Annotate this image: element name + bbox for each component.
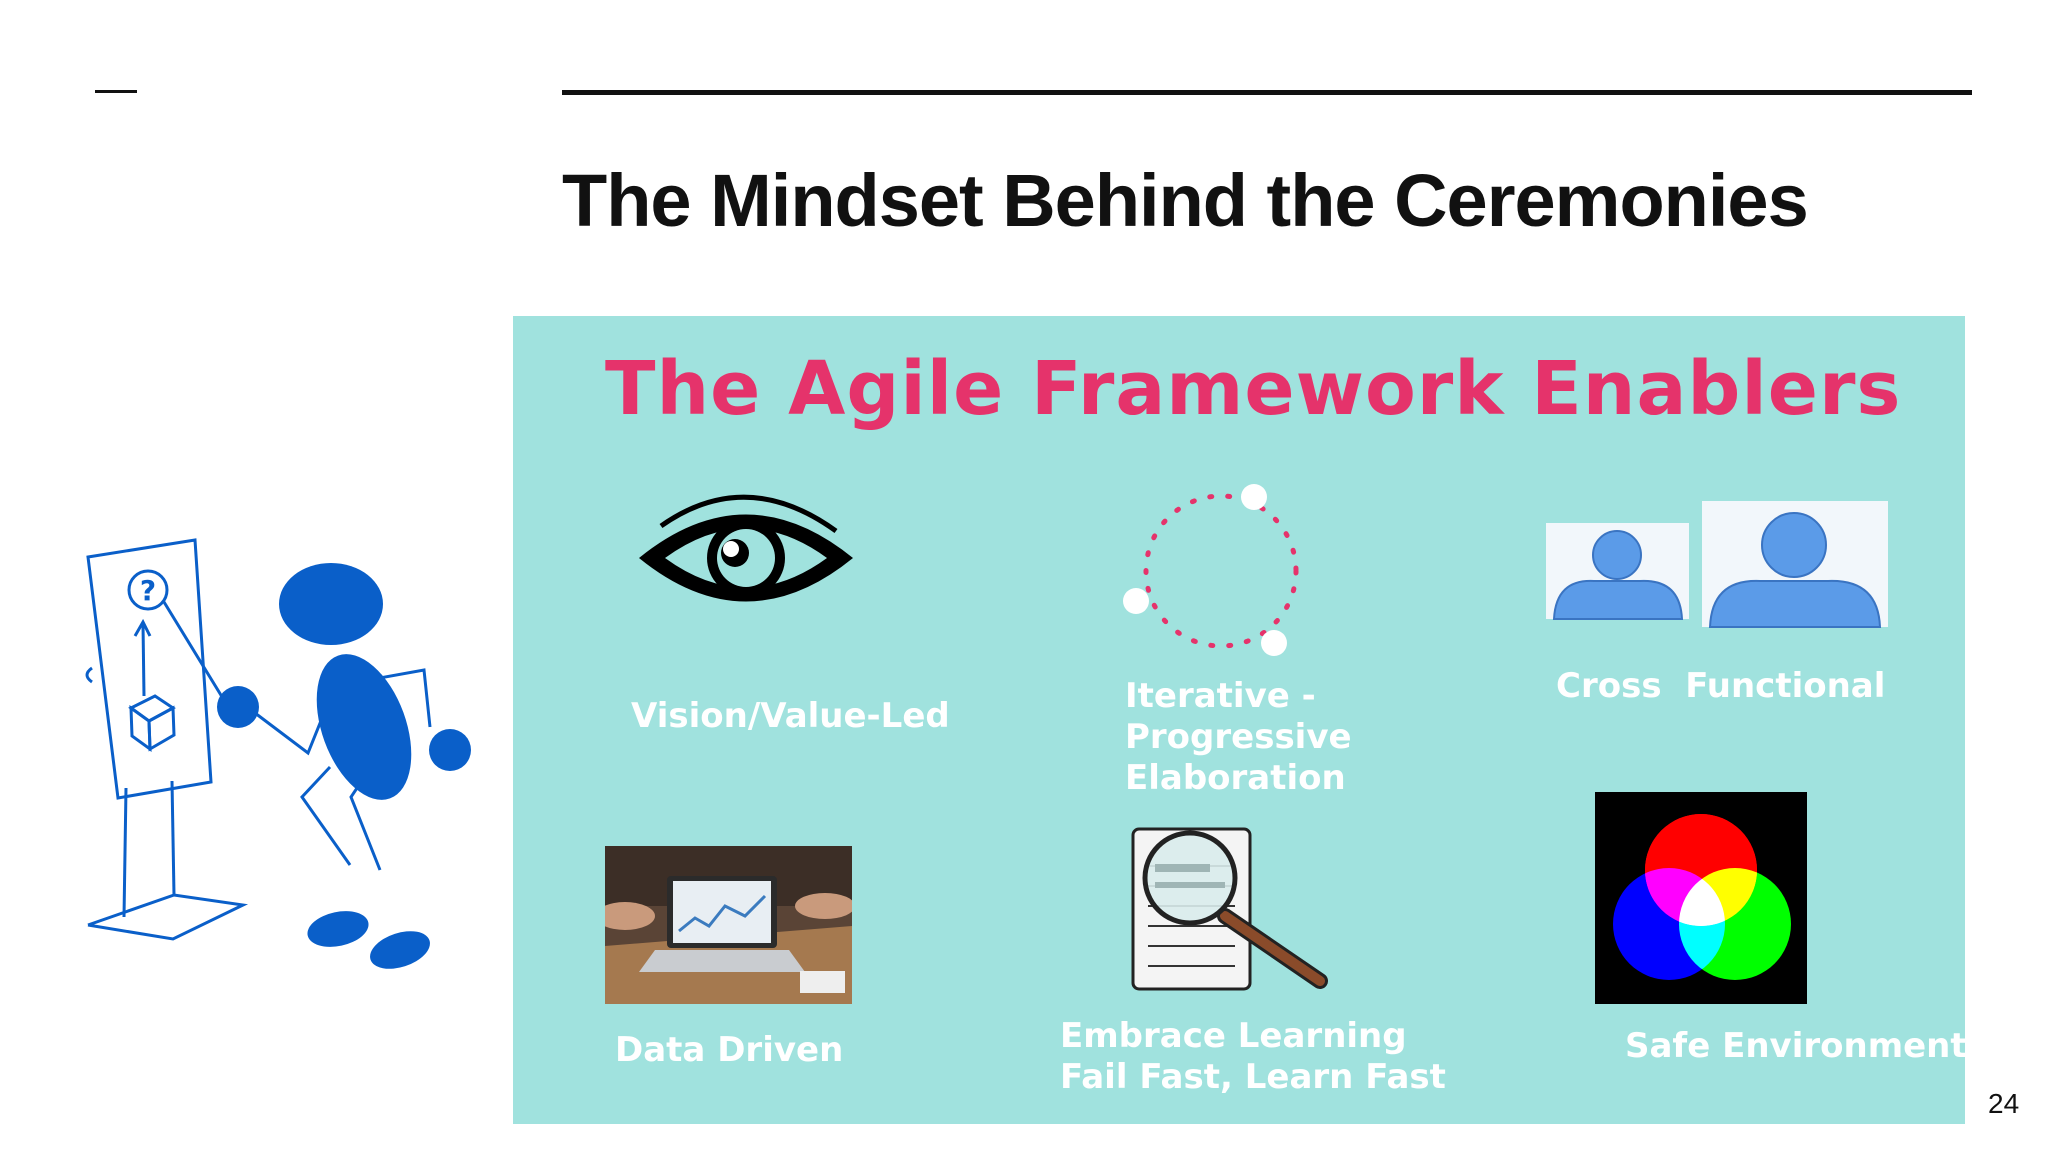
page-number: 24: [1988, 1088, 2020, 1119]
panel-heading: The Agile Framework Enablers: [605, 346, 1902, 432]
stick-figure-whiteboard-icon: ?: [85, 538, 471, 969]
magnifier-document-icon: [1131, 827, 1328, 991]
laptop-photo: [605, 846, 852, 1004]
enabler-label-embrace-learning: Embrace Learning Fail Fast, Learn Fast: [1060, 1016, 1446, 1097]
agile-enablers-panel: The Agile Framework Enablers Vision/Valu…: [513, 316, 1967, 1124]
top-left-dash: [95, 90, 137, 93]
eye-icon: [639, 494, 853, 602]
enabler-label-iterative: Iterative - Progressive Elaboration: [1125, 676, 1352, 798]
enabler-label-cross-functional: Cross Functional: [1556, 666, 1886, 706]
enabler-label-safe-environment: Safe Environment: [1625, 1026, 1967, 1066]
slide-title: The Mindset Behind the Ceremonies: [562, 159, 1809, 242]
people-icon: [1546, 501, 1888, 628]
title-rule: [562, 90, 1972, 95]
svg-text:?: ?: [140, 574, 156, 607]
enabler-label-data-driven: Data Driven: [615, 1030, 844, 1070]
enabler-label-vision: Vision/Value-Led: [631, 696, 950, 736]
rgb-circles-icon: [1595, 792, 1807, 1004]
cycle-icon: [1123, 484, 1299, 656]
